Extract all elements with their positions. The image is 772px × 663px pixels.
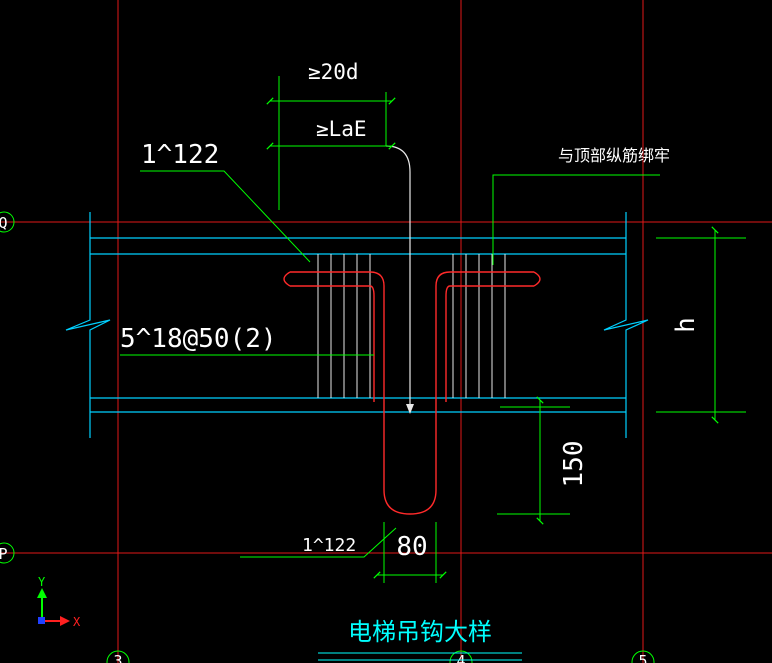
anchor-20d-label: ≥20d <box>308 60 359 84</box>
stirrups-label: 5^18@50(2) <box>120 324 277 354</box>
grid-label-5: 5 <box>638 652 647 663</box>
ucs-x-arrow <box>60 616 70 626</box>
hanger-bar <box>283 271 541 515</box>
leaders <box>120 170 660 558</box>
beam-height-label: h <box>671 317 701 333</box>
ucs-origin <box>38 617 45 624</box>
grid-label-3: 3 <box>113 652 122 663</box>
grid-label-4: 4 <box>456 652 465 663</box>
ucs-y-arrow <box>37 588 47 598</box>
grid-bubble-p <box>0 542 15 564</box>
leader-hanger-bottom <box>240 527 397 558</box>
grid-bubble-q <box>0 211 15 233</box>
hanger-bar-top-label: 1^122 <box>141 140 219 170</box>
anchorage-arrow <box>406 404 414 414</box>
grid-label-p: P <box>0 545 8 563</box>
break-line-left <box>65 212 111 438</box>
hook-depth-label: 150 <box>559 441 589 488</box>
ucs-icon: Y X <box>37 575 81 629</box>
grid-bubble-4 <box>449 650 473 663</box>
break-line-right <box>603 212 649 438</box>
stirrups <box>317 254 506 398</box>
grid-bubble-3 <box>106 650 130 663</box>
grid-label-q: Q <box>0 214 8 232</box>
grid-bubbles: Q P 3 4 5 <box>0 211 655 663</box>
drawing-title: 电梯吊钩大样 <box>348 618 492 646</box>
ucs-x-label: X <box>73 615 81 629</box>
leader-tie-note <box>492 174 660 265</box>
hanger-bar-inner <box>369 285 451 402</box>
ucs-y-label: Y <box>38 575 46 589</box>
hanger-bar-bottom-label: 1^122 <box>302 535 356 556</box>
grid-bubble-5 <box>631 650 655 663</box>
anchorage-bar <box>385 145 411 412</box>
leader-hanger-top <box>140 170 311 263</box>
tie-note-label: 与顶部纵筋绑牢 <box>558 146 670 165</box>
hook-width-label: 80 <box>396 532 427 562</box>
dimensions <box>266 76 746 583</box>
anchor-lae-label: ≥LaE <box>316 117 367 141</box>
